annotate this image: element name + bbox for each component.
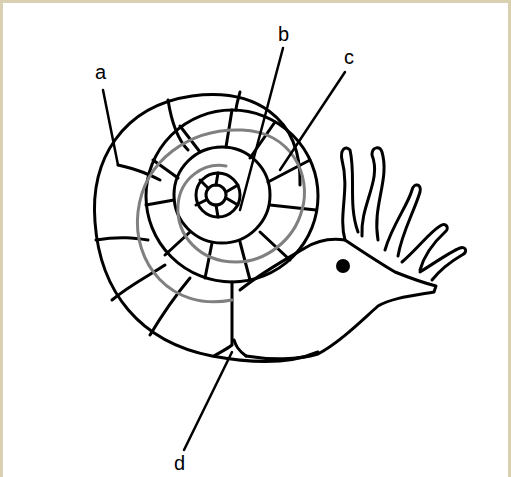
page-border xyxy=(0,0,3,477)
part-label: d xyxy=(174,453,185,473)
part-label: b xyxy=(278,24,289,44)
page-border xyxy=(0,0,511,3)
leader-line xyxy=(103,90,118,165)
leader-line xyxy=(240,48,283,210)
part-label: c xyxy=(344,47,354,67)
page-border xyxy=(508,0,511,477)
leader-line xyxy=(184,352,232,450)
part-label: a xyxy=(95,62,106,82)
leader-line xyxy=(280,72,345,170)
